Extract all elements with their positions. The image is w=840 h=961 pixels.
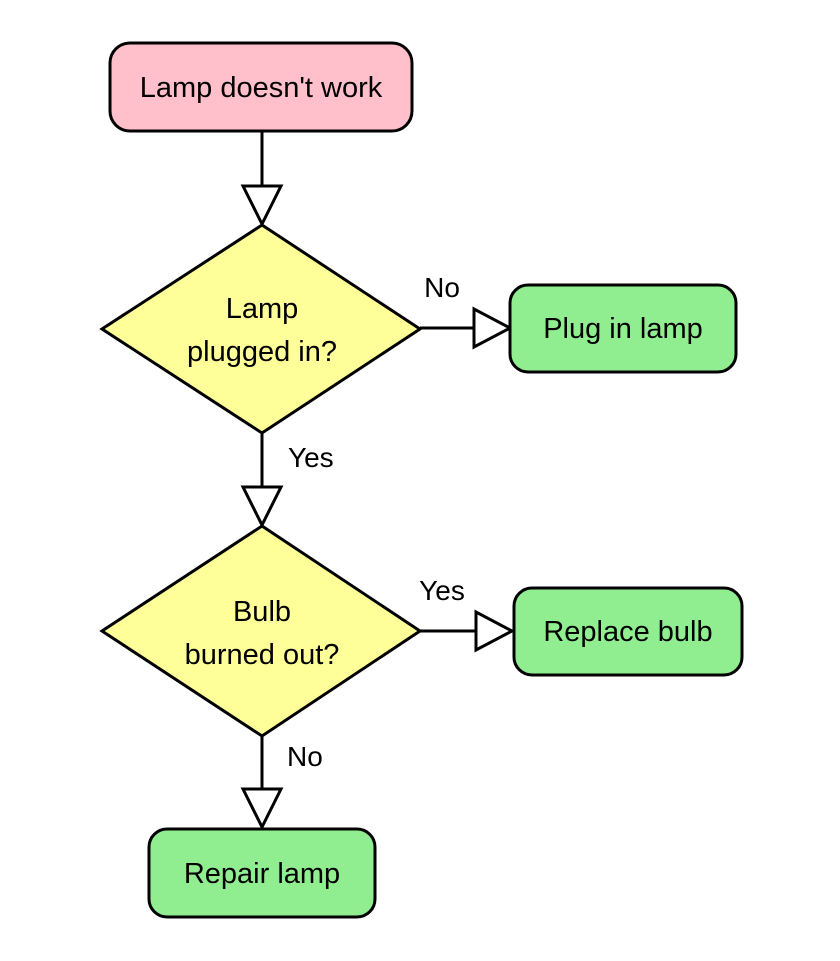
decision-plugged-in: Lamp plugged in? <box>99 223 423 435</box>
action-repair-lamp-label: Repair lamp <box>184 858 340 890</box>
decision-bulb-burned-out-label-line1: Bulb <box>233 596 291 628</box>
decision-plugged-in-diamond <box>99 223 423 435</box>
action-replace-bulb-box <box>512 586 744 677</box>
arrowhead-down-icon <box>240 184 284 228</box>
decision-bulb-burned-out: Bulb burned out? <box>99 524 423 738</box>
action-replace-bulb-label: Replace bulb <box>543 616 712 648</box>
arrowhead-down-icon <box>240 787 284 831</box>
action-plug-in-lamp-label: Plug in lamp <box>543 313 703 345</box>
decision-bulb-burned-out-label-line2: burned out? <box>185 639 340 671</box>
edge-label-plugged-no: No <box>424 272 460 303</box>
arrowhead-right-icon <box>472 306 514 350</box>
edge-label-plugged-yes: Yes <box>288 442 334 473</box>
edge-label-bulb-no: No <box>287 741 323 772</box>
arrowhead-right-icon <box>474 609 516 653</box>
decision-plugged-in-label-line1: Lamp <box>226 293 299 325</box>
decision-bulb-burned-out-diamond <box>99 524 423 738</box>
action-plug-in-lamp-box <box>508 283 738 374</box>
action-repair-lamp: Repair lamp <box>147 827 377 919</box>
action-replace-bulb: Replace bulb <box>512 586 744 677</box>
start-node: Lamp doesn't work <box>108 41 414 133</box>
arrowhead-down-icon <box>240 485 284 529</box>
decision-plugged-in-label-line2: plugged in? <box>187 336 337 368</box>
edge-label-bulb-yes: Yes <box>419 575 465 606</box>
action-repair-lamp-box <box>147 827 377 919</box>
start-node-box <box>108 41 414 133</box>
start-node-label: Lamp doesn't work <box>140 72 383 104</box>
action-plug-in-lamp: Plug in lamp <box>508 283 738 374</box>
